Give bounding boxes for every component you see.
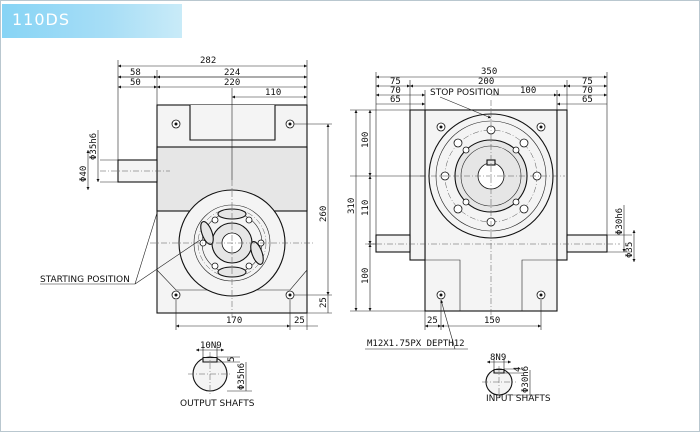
left-view-dimensions: 282 58 224 50 220 110 Φ35h6 Φ40 260 25 xyxy=(40,56,332,330)
right-corner-bolts xyxy=(436,122,546,300)
dim-100-lower: 100 xyxy=(361,268,371,284)
dim-10n9: 10N9 xyxy=(200,341,222,351)
dim-4: 4 xyxy=(513,367,523,372)
dim-65-left: 65 xyxy=(390,95,401,105)
dim-8n9: 8N9 xyxy=(490,353,506,363)
dim-65-right: 65 xyxy=(582,95,593,105)
right-input-shaft-right xyxy=(566,234,608,253)
label-output-shafts: OUTPUT SHAFTS xyxy=(180,399,255,409)
dim-170: 170 xyxy=(226,316,242,326)
dim-75-left: 75 xyxy=(390,77,401,87)
model-title: 110DS xyxy=(12,10,71,29)
dim-phi30h6: Φ30h6 xyxy=(615,208,625,235)
dim-70-left: 70 xyxy=(390,86,401,96)
dim-out-phi35h6: Φ35h6 xyxy=(237,363,247,390)
dim-224: 224 xyxy=(224,68,240,78)
dim-75-right: 75 xyxy=(582,77,593,87)
right-left-boss xyxy=(409,109,426,261)
dim-5: 5 xyxy=(227,357,237,362)
dim-50: 50 xyxy=(130,78,141,88)
label-tap: M12X1.75PX DEPTH12 xyxy=(367,339,465,349)
dim-25-right-view: 25 xyxy=(427,316,438,326)
dim-phi35h6: Φ35h6 xyxy=(89,133,99,160)
output-shaft-section: 10N9 5 Φ35h6 OUTPUT SHAFTS xyxy=(180,341,255,409)
dim-100-top: 100 xyxy=(520,86,536,96)
dim-260: 260 xyxy=(319,206,329,222)
label-input-shafts: INPUT SHAFTS xyxy=(486,394,551,404)
left-top-recess xyxy=(189,105,276,141)
dim-58: 58 xyxy=(130,68,141,78)
dim-220: 220 xyxy=(224,78,240,88)
dim-150: 150 xyxy=(484,316,500,326)
dim-200: 200 xyxy=(478,77,494,87)
label-stop-position: STOP POSITION xyxy=(430,88,499,98)
dim-310: 310 xyxy=(347,198,357,214)
right-input-shaft-left xyxy=(375,234,411,253)
dim-in-phi30h6: Φ30h6 xyxy=(521,366,531,393)
dim-282: 282 xyxy=(200,56,216,66)
right-right-boss xyxy=(556,109,568,261)
left-view xyxy=(100,104,315,320)
dim-phi40: Φ40 xyxy=(79,166,89,182)
left-corner-bolts xyxy=(171,119,295,300)
right-view-dimensions: 350 75 200 75 70 100 70 65 65 STOP POSIT… xyxy=(347,67,636,350)
dim-phi35: Φ35 xyxy=(625,242,635,258)
dim-110-right: 110 xyxy=(361,200,371,216)
dim-25-bottom: 25 xyxy=(294,316,305,326)
dim-25-right: 25 xyxy=(319,297,329,308)
input-shaft-section: 8N9 4 Φ30h6 INPUT SHAFTS xyxy=(482,353,551,404)
title-bar: 110DS xyxy=(2,4,182,38)
dim-350: 350 xyxy=(481,67,497,77)
dim-100-upper: 100 xyxy=(361,132,371,148)
dim-110: 110 xyxy=(265,88,281,98)
dim-70-right: 70 xyxy=(582,86,593,96)
right-view xyxy=(365,100,620,320)
label-starting-position: STARTING POSITION xyxy=(40,275,130,285)
